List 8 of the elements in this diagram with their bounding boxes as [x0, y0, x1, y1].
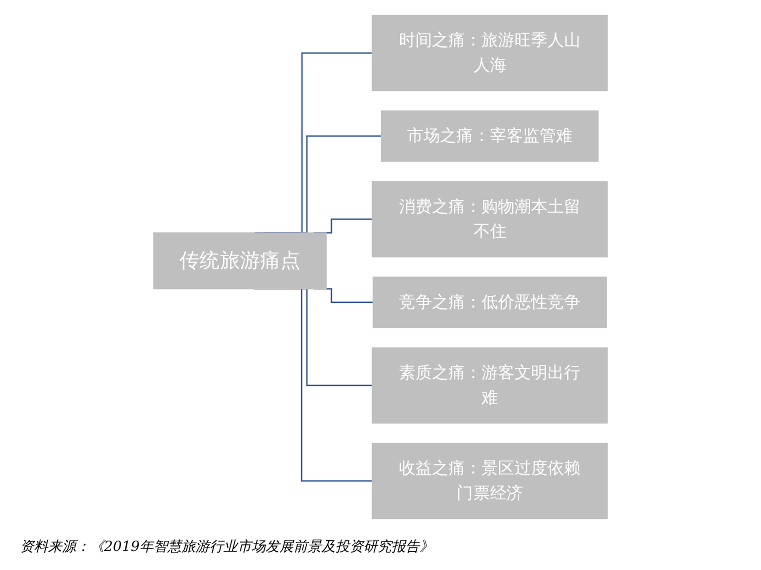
node-box: 传统旅游痛点 — [153, 232, 327, 290]
node-box: 收益之痛：景区过度依赖门票经济 — [372, 442, 608, 520]
source-caption: 资料来源：《2019年智慧旅游行业市场发展前景及投资研究报告》 — [20, 539, 434, 555]
node-box: 素质之痛：游客文明出行难 — [372, 347, 608, 424]
node-box: 消费之痛：购物潮本土留不住 — [372, 181, 608, 258]
node-box: 市场之痛：宰客监管难 — [380, 110, 599, 162]
node-box: 时间之痛：旅游旺季人山人海 — [372, 14, 608, 92]
node-box: 竞争之痛：低价恶性竞争 — [372, 276, 607, 328]
